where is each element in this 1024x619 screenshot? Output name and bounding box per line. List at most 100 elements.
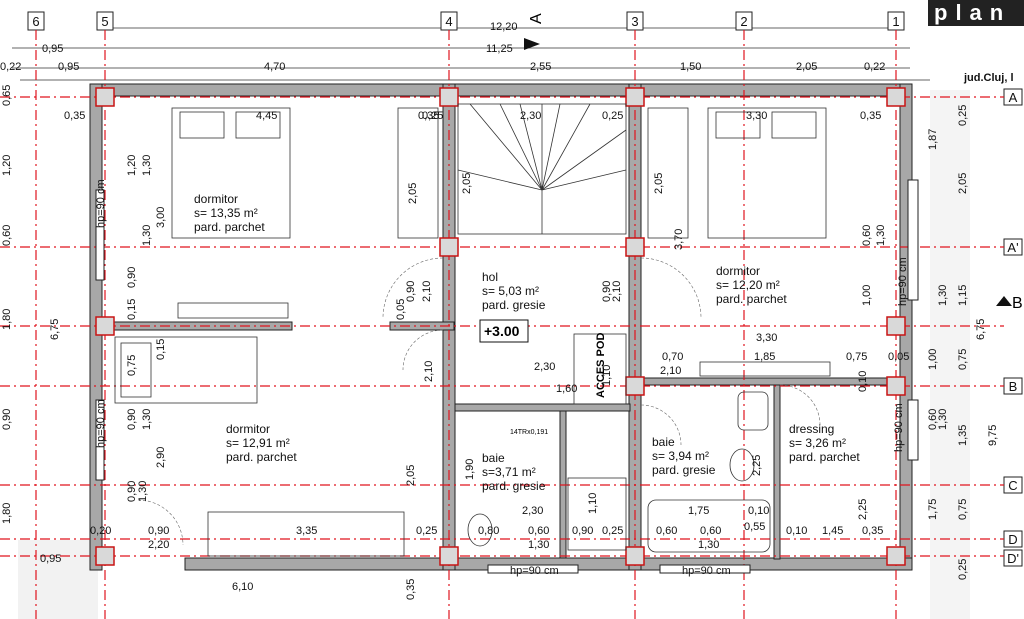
attic-ladder	[573, 333, 627, 405]
right-dimension-labels: 0,25 1,87 2,05 0,60 1,30 1,00 1,30 1,15 …	[861, 105, 999, 580]
svg-text:1,30: 1,30	[141, 225, 153, 246]
svg-text:1,87: 1,87	[927, 129, 939, 150]
svg-text:4,45: 4,45	[256, 110, 277, 122]
room-area: s=3,71 m²	[482, 465, 536, 479]
window-note: hp=90 cm	[893, 403, 905, 452]
desk	[207, 511, 405, 557]
svg-text:0,05: 0,05	[888, 351, 909, 363]
bed-left-top	[171, 107, 291, 239]
svg-text:1,20: 1,20	[1, 155, 13, 176]
window-note: hp=90 cm	[95, 179, 107, 228]
svg-text:0,25: 0,25	[422, 110, 443, 122]
axis-D-prime-label: D'	[1007, 551, 1019, 566]
svg-text:2,05: 2,05	[653, 173, 665, 194]
dim-seg2: 2,55	[530, 61, 551, 73]
svg-text:1,75: 1,75	[688, 505, 709, 517]
svg-text:0,35: 0,35	[418, 110, 439, 122]
svg-text:0,60: 0,60	[927, 409, 939, 430]
svg-text:2,30: 2,30	[534, 361, 555, 373]
svg-text:0,90: 0,90	[126, 481, 138, 502]
dim-seg3: 1,50	[680, 61, 701, 73]
svg-text:1,00: 1,00	[861, 285, 873, 306]
svg-text:1,75: 1,75	[927, 499, 939, 520]
room-name: dressing	[789, 422, 834, 436]
svg-text:0,05: 0,05	[395, 299, 407, 320]
window-note: hp=90 cm	[510, 565, 559, 577]
room-area: s= 12,20 m²	[716, 278, 780, 292]
svg-text:0,90: 0,90	[1, 409, 13, 430]
svg-text:2,30: 2,30	[522, 505, 543, 517]
svg-text:0,60: 0,60	[656, 525, 677, 537]
window-note: hp=90 cm	[897, 257, 909, 306]
svg-text:2,10: 2,10	[611, 281, 623, 302]
room-baie-1: baie s=3,71 m² pard. gresie	[482, 451, 546, 493]
svg-text:0,90: 0,90	[405, 281, 417, 302]
svg-text:2,90: 2,90	[155, 447, 167, 468]
svg-text:3,70: 3,70	[673, 229, 685, 250]
svg-text:2,10: 2,10	[421, 281, 433, 302]
svg-text:0,65: 0,65	[1, 85, 13, 106]
axis-6-label: 6	[32, 14, 39, 29]
svg-text:1,30: 1,30	[937, 285, 949, 306]
side-hatch	[930, 90, 970, 619]
section-A-label: A	[528, 13, 545, 24]
svg-text:1,60: 1,60	[556, 383, 577, 395]
svg-text:0,90: 0,90	[126, 409, 138, 430]
dim-left-a: 0,95	[42, 43, 63, 55]
section-B-label: B	[1012, 295, 1023, 312]
axis-B-label: B	[1009, 379, 1018, 394]
toilet	[729, 448, 755, 482]
top-dimension-lines	[12, 27, 930, 81]
room-area: s= 3,94 m²	[652, 449, 709, 463]
svg-text:0,90: 0,90	[148, 525, 169, 537]
svg-text:1,30: 1,30	[875, 225, 887, 246]
svg-text:3,35: 3,35	[296, 525, 317, 537]
room-area: s= 5,03 m²	[482, 284, 539, 298]
room-name: baie	[482, 451, 505, 465]
svg-text:1,30: 1,30	[528, 539, 549, 551]
right-axis-markers: A A' B C D D'	[1003, 88, 1023, 567]
svg-text:3,30: 3,30	[756, 332, 777, 344]
svg-text:0,75: 0,75	[957, 499, 969, 520]
window-note: hp=90 cm	[95, 399, 107, 448]
section-markers: A B	[524, 13, 1023, 312]
svg-text:0,15: 0,15	[126, 299, 138, 320]
svg-text:1,10: 1,10	[587, 493, 599, 514]
svg-text:1,45: 1,45	[822, 525, 843, 537]
shower	[567, 477, 627, 551]
level-marker: +3.00	[484, 323, 520, 339]
svg-text:0,90: 0,90	[126, 267, 138, 288]
svg-text:14TRx0,191: 14TRx0,191	[510, 429, 548, 436]
svg-text:1,80: 1,80	[1, 309, 13, 330]
svg-text:0,25: 0,25	[602, 110, 623, 122]
dim-left-b: 0,95	[58, 61, 79, 73]
svg-text:0,35: 0,35	[862, 525, 883, 537]
location-note: jud.Cluj, l	[964, 72, 1014, 84]
room-dressing: dressing s= 3,26 m² pard. parchet	[789, 422, 860, 464]
svg-text:0,35: 0,35	[405, 579, 417, 600]
svg-text:0,80: 0,80	[478, 525, 499, 537]
room-area: s= 13,35 m²	[194, 206, 258, 220]
room-floor: pard. parchet	[789, 450, 860, 464]
svg-text:0,55: 0,55	[744, 521, 765, 533]
svg-text:1,30: 1,30	[137, 481, 149, 502]
structural-columns	[95, 87, 906, 566]
room-floor: pard. parchet	[716, 292, 787, 306]
svg-text:0,15: 0,15	[155, 339, 167, 360]
svg-text:0,60: 0,60	[528, 525, 549, 537]
svg-text:1,30: 1,30	[141, 409, 153, 430]
dim-left-c: 0,22	[0, 61, 21, 73]
room-dormitor-1: dormitor s= 13,35 m² pard. parchet	[194, 192, 265, 234]
svg-text:6,10: 6,10	[232, 581, 253, 593]
svg-text:0,75: 0,75	[126, 355, 138, 376]
room-area: s= 12,91 m²	[226, 436, 290, 450]
svg-text:0,25: 0,25	[416, 525, 437, 537]
attic-access-label: ACCES POD	[595, 333, 607, 398]
room-dormitor-3: dormitor s= 12,91 m² pard. parchet	[226, 422, 297, 464]
svg-text:1,30: 1,30	[937, 409, 949, 430]
svg-text:2,30: 2,30	[520, 110, 541, 122]
svg-text:1,85: 1,85	[754, 351, 775, 363]
svg-text:0,60: 0,60	[1, 225, 13, 246]
axis-C-label: C	[1008, 478, 1017, 493]
terrace-area	[18, 540, 98, 619]
